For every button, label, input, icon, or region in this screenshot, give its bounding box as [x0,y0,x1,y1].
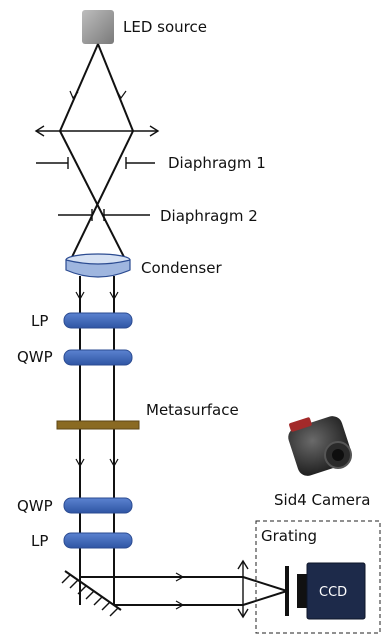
diaphragm-1-label: Diaphragm 1 [168,154,266,172]
qwp-bottom-label: QWP [17,497,53,515]
collimating-lens [36,126,158,136]
led-source [82,10,114,44]
diaphragm-1 [36,157,155,169]
grating-label: Grating [261,527,317,545]
lp-bottom-label: LP [31,532,48,550]
quarter-wave-plate-bottom [64,498,132,513]
metasurface-plate [57,421,139,429]
sid4-camera-icon [286,414,355,479]
condenser-lens [66,254,130,277]
sid4-camera-label: Sid4 Camera [274,491,370,509]
ray-bundle-upper [60,44,133,131]
quarter-wave-plate-top [64,350,132,365]
lp-top-label: LP [31,312,48,330]
diaphragm-2-label: Diaphragm 2 [160,207,258,225]
led-source-label: LED source [123,18,207,36]
horizontal-beam [80,573,243,609]
ray-bundle-crossing [60,131,133,257]
linear-polarizer-bottom [64,533,132,548]
grating-plate [285,566,289,616]
qwp-top-label: QWP [17,348,53,366]
imaging-lens [238,561,248,617]
metasurface-label: Metasurface [146,401,239,419]
diaphragm-2 [58,209,150,221]
ccd-label: CCD [319,585,347,600]
linear-polarizer-top [64,313,132,328]
condenser-label: Condenser [141,259,222,277]
focusing-rays [243,577,287,605]
